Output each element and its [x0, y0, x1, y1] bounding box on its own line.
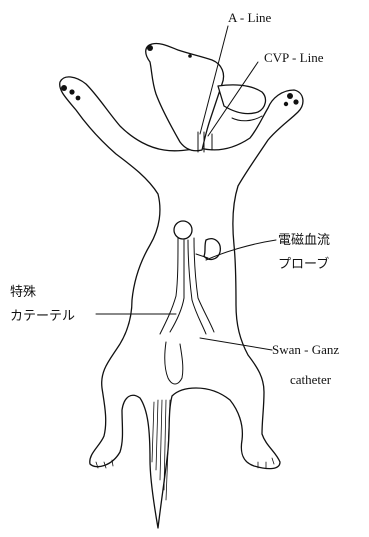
- label-special-line1: 特殊: [10, 285, 36, 300]
- label-special-line2: カテーテル: [10, 309, 75, 324]
- dog-ear-right: [218, 85, 265, 114]
- label-em-probe-line2: プローブ: [278, 256, 329, 272]
- kidney: [204, 239, 220, 260]
- label-em-probe-line1: 電磁血流: [278, 233, 330, 248]
- label-cvp-line: CVP - Line: [264, 50, 324, 65]
- heart-circle: [174, 221, 192, 239]
- nose-mark: [147, 45, 153, 51]
- label-a-line: A - Line: [228, 10, 272, 25]
- dog-ear-detail: [232, 116, 262, 121]
- label-swan-ganz-line1: Swan - Ganz: [272, 342, 339, 357]
- label-swan-ganz-line2: catheter: [290, 372, 332, 387]
- nose-mark-2: [188, 54, 192, 58]
